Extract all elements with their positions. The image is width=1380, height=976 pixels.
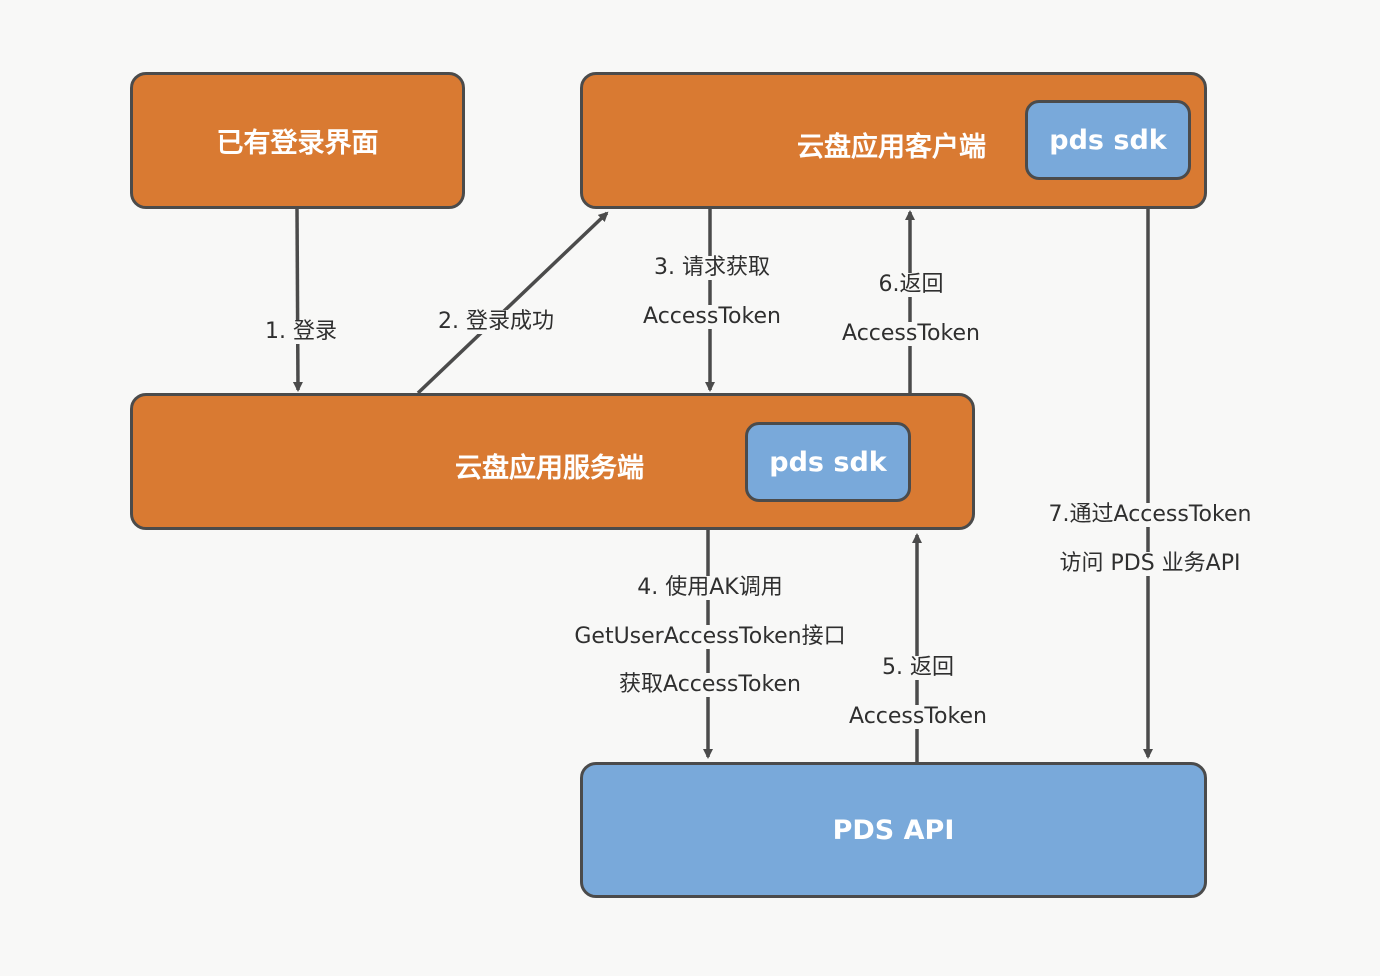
server-label: 云盘应用服务端 bbox=[455, 453, 644, 484]
edge-3-label-line2: AccessToken bbox=[639, 305, 785, 329]
edge-4-label-line3: 获取AccessToken bbox=[615, 673, 805, 697]
edge-1-label: 1. 登录 bbox=[261, 320, 341, 344]
arrow-1-login bbox=[292, 207, 303, 392]
edge-5-label-line2: AccessToken bbox=[845, 705, 991, 729]
edge-7-label-line2: 访问 PDS 业务API bbox=[1055, 552, 1245, 576]
edge-5-label-line1: 5. 返回 bbox=[878, 656, 958, 680]
login-ui-node: 已有登录界面 bbox=[130, 72, 465, 209]
edge-6-label-line1: 6.返回 bbox=[874, 273, 948, 297]
edge-2-label: 2. 登录成功 bbox=[434, 310, 558, 334]
login-ui-label: 已有登录界面 bbox=[216, 128, 379, 159]
arrow-2-login-success bbox=[416, 211, 609, 395]
edge-4-label-line1: 4. 使用AK调用 bbox=[633, 576, 787, 600]
client-node: 云盘应用客户端 bbox=[580, 72, 1207, 209]
client-sdk-label: pds sdk bbox=[1049, 124, 1167, 156]
edge-7-label-line1: 7.通过AccessToken bbox=[1044, 503, 1256, 527]
client-label: 云盘应用客户端 bbox=[797, 132, 986, 163]
edge-3-label-line1: 3. 请求获取 bbox=[650, 256, 774, 280]
pds-api-node: PDS API bbox=[580, 762, 1207, 898]
edge-6-label-line2: AccessToken bbox=[838, 322, 984, 346]
pds-api-label: PDS API bbox=[832, 814, 955, 846]
client-sdk-node: pds sdk bbox=[1025, 100, 1191, 180]
server-sdk-node: pds sdk bbox=[745, 422, 911, 502]
server-sdk-label: pds sdk bbox=[769, 446, 887, 478]
edge-4-label-line2: GetUserAccessToken接口 bbox=[570, 625, 850, 649]
